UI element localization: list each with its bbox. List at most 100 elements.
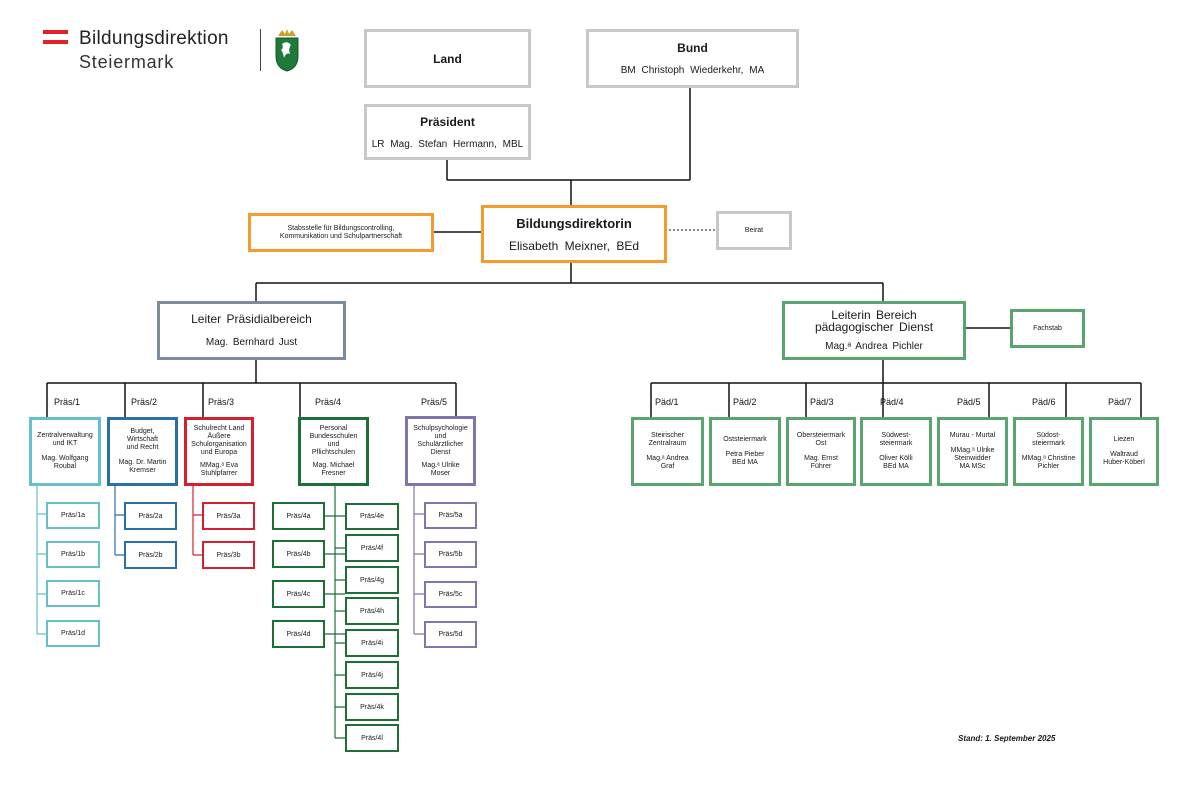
- praesidial-leiter-box: Leiter Präsidialbereich Mag. Bernhard Ju…: [157, 301, 346, 360]
- unit-title: Schulrecht Land: [193, 425, 245, 432]
- unit-head: Mag. Wolfgang: [41, 455, 89, 462]
- subunit-box: Präs/4d: [272, 620, 325, 648]
- logo-line2: Steiermark: [79, 52, 175, 72]
- unit-title: Schulärztlicher: [417, 440, 464, 448]
- unit-title: und: [327, 441, 340, 448]
- subunit-label: Präs/5d: [438, 631, 463, 638]
- paed-label: Päd/3: [810, 397, 834, 407]
- unit-title: steiermark: [879, 440, 913, 447]
- paed-label: Päd/2: [733, 397, 757, 407]
- subunit-label: Präs/5a: [438, 512, 463, 519]
- subunit-label: Präs/4a: [286, 512, 311, 520]
- paed-name: Mag.ᵃ Andrea Pichler: [825, 341, 923, 352]
- subunit-box: Präs/3b: [202, 541, 255, 569]
- unit-head: Pichler: [1037, 463, 1060, 470]
- unit-head: Mag. Ernst: [804, 455, 838, 462]
- steiermark-crest-icon: [275, 29, 299, 72]
- bund-title: Bund: [677, 41, 708, 55]
- unit-head: MA MSc: [959, 463, 986, 470]
- subunit-label: Präs/4d: [286, 630, 311, 638]
- subunit-box: Präs/5b: [424, 541, 477, 568]
- bund-name: BM Christoph Wiederkehr, MA: [620, 65, 765, 76]
- subunit-label: Präs/5c: [438, 591, 463, 598]
- subunit-box: Präs/4f: [345, 534, 399, 562]
- unit-title: Ost: [815, 440, 827, 447]
- logo-divider: [260, 29, 261, 71]
- unit-title: und Europa: [200, 449, 238, 456]
- subunit-label: Präs/4h: [359, 607, 385, 615]
- unit-head: MMag.ᵃ Eva: [199, 462, 238, 469]
- praesident-box: Präsident LR Mag. Stefan Hermann, MBL: [364, 104, 531, 160]
- direktorin-title: Bildungsdirektorin: [516, 215, 632, 231]
- unit-title: Bundesschulen: [309, 433, 358, 440]
- stabsstelle-line2: Kommunikation und Schulpartnerschaft: [279, 232, 403, 240]
- stabsstelle-line1: Stabsstelle für Bildungscontrolling,: [287, 224, 395, 232]
- paed-unit-box: Murau - Murtal MMag.ᵃ Ulrike Steinwidder…: [937, 417, 1008, 486]
- fachstab-label: Fachstab: [1033, 324, 1062, 332]
- subunit-label: Präs/5b: [438, 551, 463, 558]
- paed-title-line1: Leiterin Bereich: [831, 308, 917, 322]
- paed-unit-box: Liezen Waltraud Huber-Köberl: [1089, 417, 1159, 486]
- subunit-label: Präs/4j: [361, 671, 383, 679]
- praes-label: Präs/5: [421, 397, 448, 407]
- subunit-label: Präs/3b: [216, 551, 241, 559]
- paed-label: Päd/4: [880, 397, 904, 407]
- subunit-box: Präs/1d: [46, 620, 100, 647]
- unit-title: steiermark: [1032, 440, 1065, 447]
- subunit-box: Präs/1b: [46, 541, 100, 568]
- unit-title: Südost-: [1036, 432, 1061, 439]
- subunit-box: Präs/4e: [345, 503, 399, 530]
- paed-unit-box: Obersteiermark Ost Mag. Ernst Führer: [786, 417, 856, 486]
- praes-label: Präs/4: [315, 397, 342, 407]
- unit-title: und Recht: [126, 444, 159, 451]
- unit-head: BEd MA: [732, 459, 758, 466]
- unit-title: Steirischer: [650, 432, 685, 439]
- unit-title: Schulorganisation: [191, 441, 247, 448]
- unit-head: Kremser: [129, 467, 156, 474]
- subunit-box: Präs/2a: [124, 502, 177, 530]
- subunit-box: Präs/4b: [272, 540, 325, 568]
- land-title: Land: [433, 51, 462, 66]
- logo-line1: Bildungsdirektion: [79, 28, 229, 49]
- subunit-label: Präs/1d: [60, 630, 86, 637]
- unit-head: Roubal: [53, 463, 77, 470]
- unit-title: Murau - Murtal: [949, 432, 996, 439]
- subunit-box: Präs/4g: [345, 566, 399, 594]
- unit-head: Petra Pieber: [725, 451, 765, 458]
- unit-title: und: [434, 432, 447, 440]
- land-box: Land: [364, 29, 531, 88]
- praesident-title: Präsident: [420, 114, 475, 129]
- praesidial-name: Mag. Bernhard Just: [205, 337, 298, 348]
- subunit-label: Präs/1b: [60, 551, 86, 558]
- unit-title: Budget,: [130, 428, 155, 435]
- unit-title: Wirtschaft: [126, 436, 159, 443]
- subunit-box: Präs/4l: [345, 724, 399, 752]
- unit-head: MMag.ᵃ Ulrike: [950, 447, 995, 454]
- unit-head: Steinwidder: [954, 455, 991, 462]
- subunit-box: Präs/2b: [124, 541, 177, 569]
- subunit-box: Präs/4a: [272, 502, 325, 530]
- praes-unit-box: Schulpsychologie und Schulärztlicher Die…: [405, 416, 476, 486]
- unit-title: Zentralraum: [648, 440, 687, 447]
- unit-head: Fresner: [321, 470, 346, 477]
- subunit-box: Präs/4h: [345, 597, 399, 625]
- subunit-label: Präs/4i: [361, 639, 383, 647]
- direktorin-name: Elisabeth Meixner, BEd: [508, 238, 640, 253]
- unit-head: Graf: [660, 463, 675, 470]
- subunit-box: Präs/5d: [424, 621, 477, 648]
- subunit-box: Präs/4i: [345, 629, 399, 657]
- unit-head: Mag.ᵃ Andrea: [646, 455, 689, 462]
- paed-label: Päd/1: [655, 397, 679, 407]
- paed-label: Päd/7: [1108, 397, 1132, 407]
- unit-head: Moser: [430, 469, 451, 477]
- subunit-box: Präs/4j: [345, 661, 399, 689]
- praesident-name: LR Mag. Stefan Hermann, MBL: [371, 138, 524, 150]
- beirat-box: Beirat: [716, 211, 792, 250]
- paed-unit-box: Südwest- steiermark Oliver Kölli BEd MA: [860, 417, 932, 486]
- subunit-label: Präs/1a: [60, 512, 86, 519]
- subunit-label: Präs/3a: [216, 512, 241, 520]
- unit-title: Oststeiermark: [723, 436, 767, 443]
- subunit-box: Präs/4k: [345, 693, 399, 721]
- praes-label: Präs/3: [208, 397, 235, 407]
